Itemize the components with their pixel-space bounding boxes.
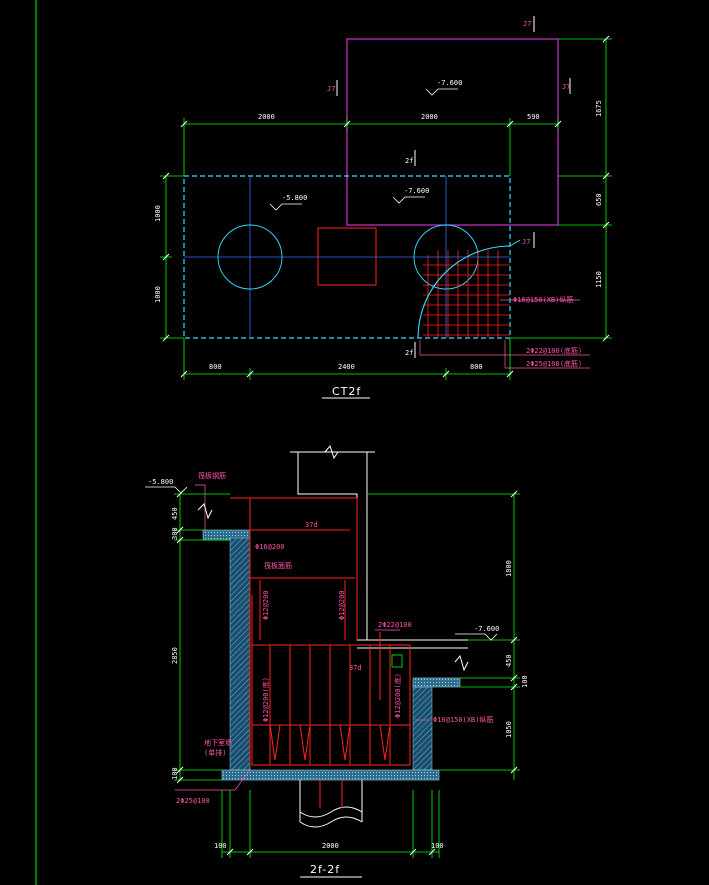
- sec-label-r2: 筏板面筋: [264, 561, 292, 570]
- section-title: 2f-2f: [310, 863, 340, 876]
- section-elev-right: -7.600: [474, 625, 499, 633]
- dim-right-1: 1675: [595, 100, 603, 117]
- sec-dim-right-4: 1050: [505, 721, 513, 738]
- sec-dim-right-1: 1800: [505, 560, 513, 577]
- rebar-label-3: 2Φ25@100(底筋): [526, 359, 582, 368]
- sec-label-top: 筏板钢筋: [198, 471, 226, 480]
- grid-mark-4: J7: [523, 20, 531, 28]
- section-rebar: [230, 497, 411, 766]
- sec-dim-left-3: 2850: [171, 647, 179, 664]
- sec-label-wall: 地下室墙: [204, 738, 232, 747]
- sec-dim-left-2: 300: [171, 527, 179, 540]
- grid-mark-3: J7: [562, 83, 570, 91]
- section-mark-top: 2f: [405, 157, 413, 165]
- grid-mark-1: J7: [522, 238, 530, 246]
- sec-label-r4: Φ12@200: [338, 590, 346, 620]
- dim-top-2: 2000: [421, 113, 438, 121]
- dim-right-3: 1150: [595, 271, 603, 288]
- rebar-label-1: Φ16@150(XB)纵筋: [513, 295, 573, 304]
- elev-mid: -7.600: [404, 187, 429, 195]
- sec-label-r1: Φ16@200: [255, 543, 285, 551]
- pile-left: [217, 224, 283, 290]
- section-view: [145, 444, 520, 858]
- section-elev-left: -5.800: [148, 478, 173, 486]
- sec-dim-left-1: 450: [171, 507, 179, 520]
- plan-title: CT2f: [332, 385, 361, 398]
- plan-view: [160, 16, 612, 380]
- wall-right: [412, 684, 433, 771]
- sec-label-wall2: (单排): [204, 748, 226, 757]
- sec-label-r7: Φ12@200(底): [393, 673, 402, 718]
- sec-dim-bottom-1: 100: [214, 842, 227, 850]
- dim-right-2: 650: [595, 193, 603, 206]
- sec-dim-right-2: 450: [505, 654, 513, 667]
- rebar-label-2: 2Φ22@100(底筋): [526, 346, 582, 355]
- dim-top-3: 590: [527, 113, 540, 121]
- sec-label-r8: Φ16@150(XB)纵筋: [433, 715, 493, 724]
- dim-top-1: 2000: [258, 113, 275, 121]
- dim-bottom-2: 2400: [338, 363, 355, 371]
- sec-dim-right-3: 100: [521, 675, 529, 688]
- sec-label-r9: 2Φ25@100: [176, 797, 210, 805]
- column: [317, 227, 377, 286]
- blinding: [221, 769, 440, 781]
- section-mark-bottom: 2f: [405, 349, 413, 357]
- sec-dim-bottom-2: 2000: [322, 842, 339, 850]
- sec-dim-left-4: 100: [171, 767, 179, 780]
- dim-left-1: 1000: [154, 205, 162, 222]
- sec-label-r6: Φ12@200(底): [261, 677, 270, 722]
- cap-outline: [183, 175, 511, 339]
- arc: [417, 245, 511, 339]
- grid-mark-2: J7: [327, 85, 335, 93]
- sec-label-37d: 37d: [305, 521, 318, 529]
- sec-dim-bottom-3: 100: [431, 842, 444, 850]
- slab-right: [412, 677, 461, 688]
- pit-outline: [346, 38, 559, 226]
- elev-left: -5.800: [282, 194, 307, 202]
- sec-label-r3: Φ12@200: [262, 590, 270, 620]
- column-outline: [297, 452, 468, 641]
- dim-bottom-1: 800: [209, 363, 222, 371]
- sec-label-37d-2: 37d: [349, 664, 362, 672]
- elev-pit: -7.600: [437, 79, 462, 87]
- rebar-grid: [423, 250, 510, 338]
- wall-left: [229, 537, 251, 771]
- dim-left-2: 1000: [154, 286, 162, 303]
- dim-bottom-3: 800: [470, 363, 483, 371]
- sec-label-r5: 2Φ22@100: [378, 621, 412, 629]
